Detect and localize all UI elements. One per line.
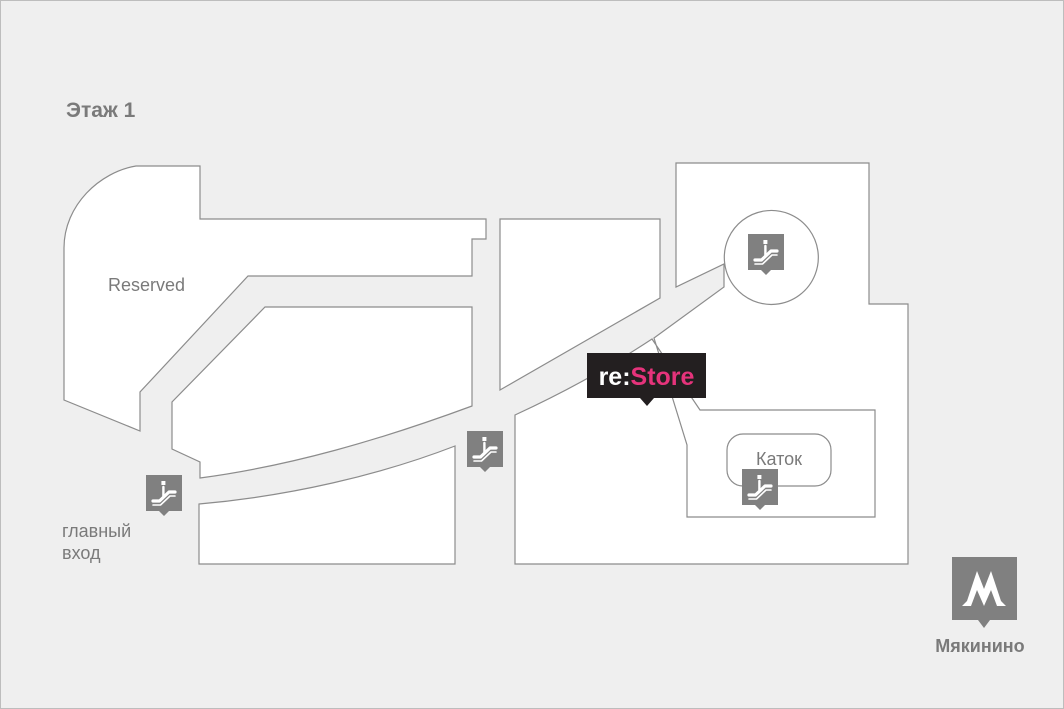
- escalator-marker[interactable]: [742, 469, 778, 510]
- metro-icon: [962, 571, 1006, 606]
- escalator-marker[interactable]: [748, 234, 784, 275]
- floor-title: Этаж 1: [66, 99, 136, 122]
- entrance-label-line2: вход: [62, 543, 101, 563]
- block-north-middle[interactable]: [499, 218, 661, 392]
- escalator-marker[interactable]: [467, 431, 503, 472]
- store-logo-prefix: re:: [599, 363, 631, 391]
- block-reserved[interactable]: [63, 165, 487, 432]
- metro-station-label: Мякинино: [935, 636, 1024, 656]
- entrance-label-line1: главный: [62, 521, 131, 541]
- reserved-label: Reserved: [108, 275, 185, 295]
- block-south-west[interactable]: [198, 445, 456, 565]
- store-marker[interactable]: re:Store: [587, 353, 706, 406]
- store-logo-suffix: Store: [631, 363, 695, 391]
- block-central-west[interactable]: [171, 306, 473, 479]
- metro-marker[interactable]: [952, 557, 1017, 628]
- escalator-marker[interactable]: [146, 475, 182, 516]
- rink-label: Каток: [756, 449, 802, 469]
- store-logo: re:Store: [599, 363, 695, 391]
